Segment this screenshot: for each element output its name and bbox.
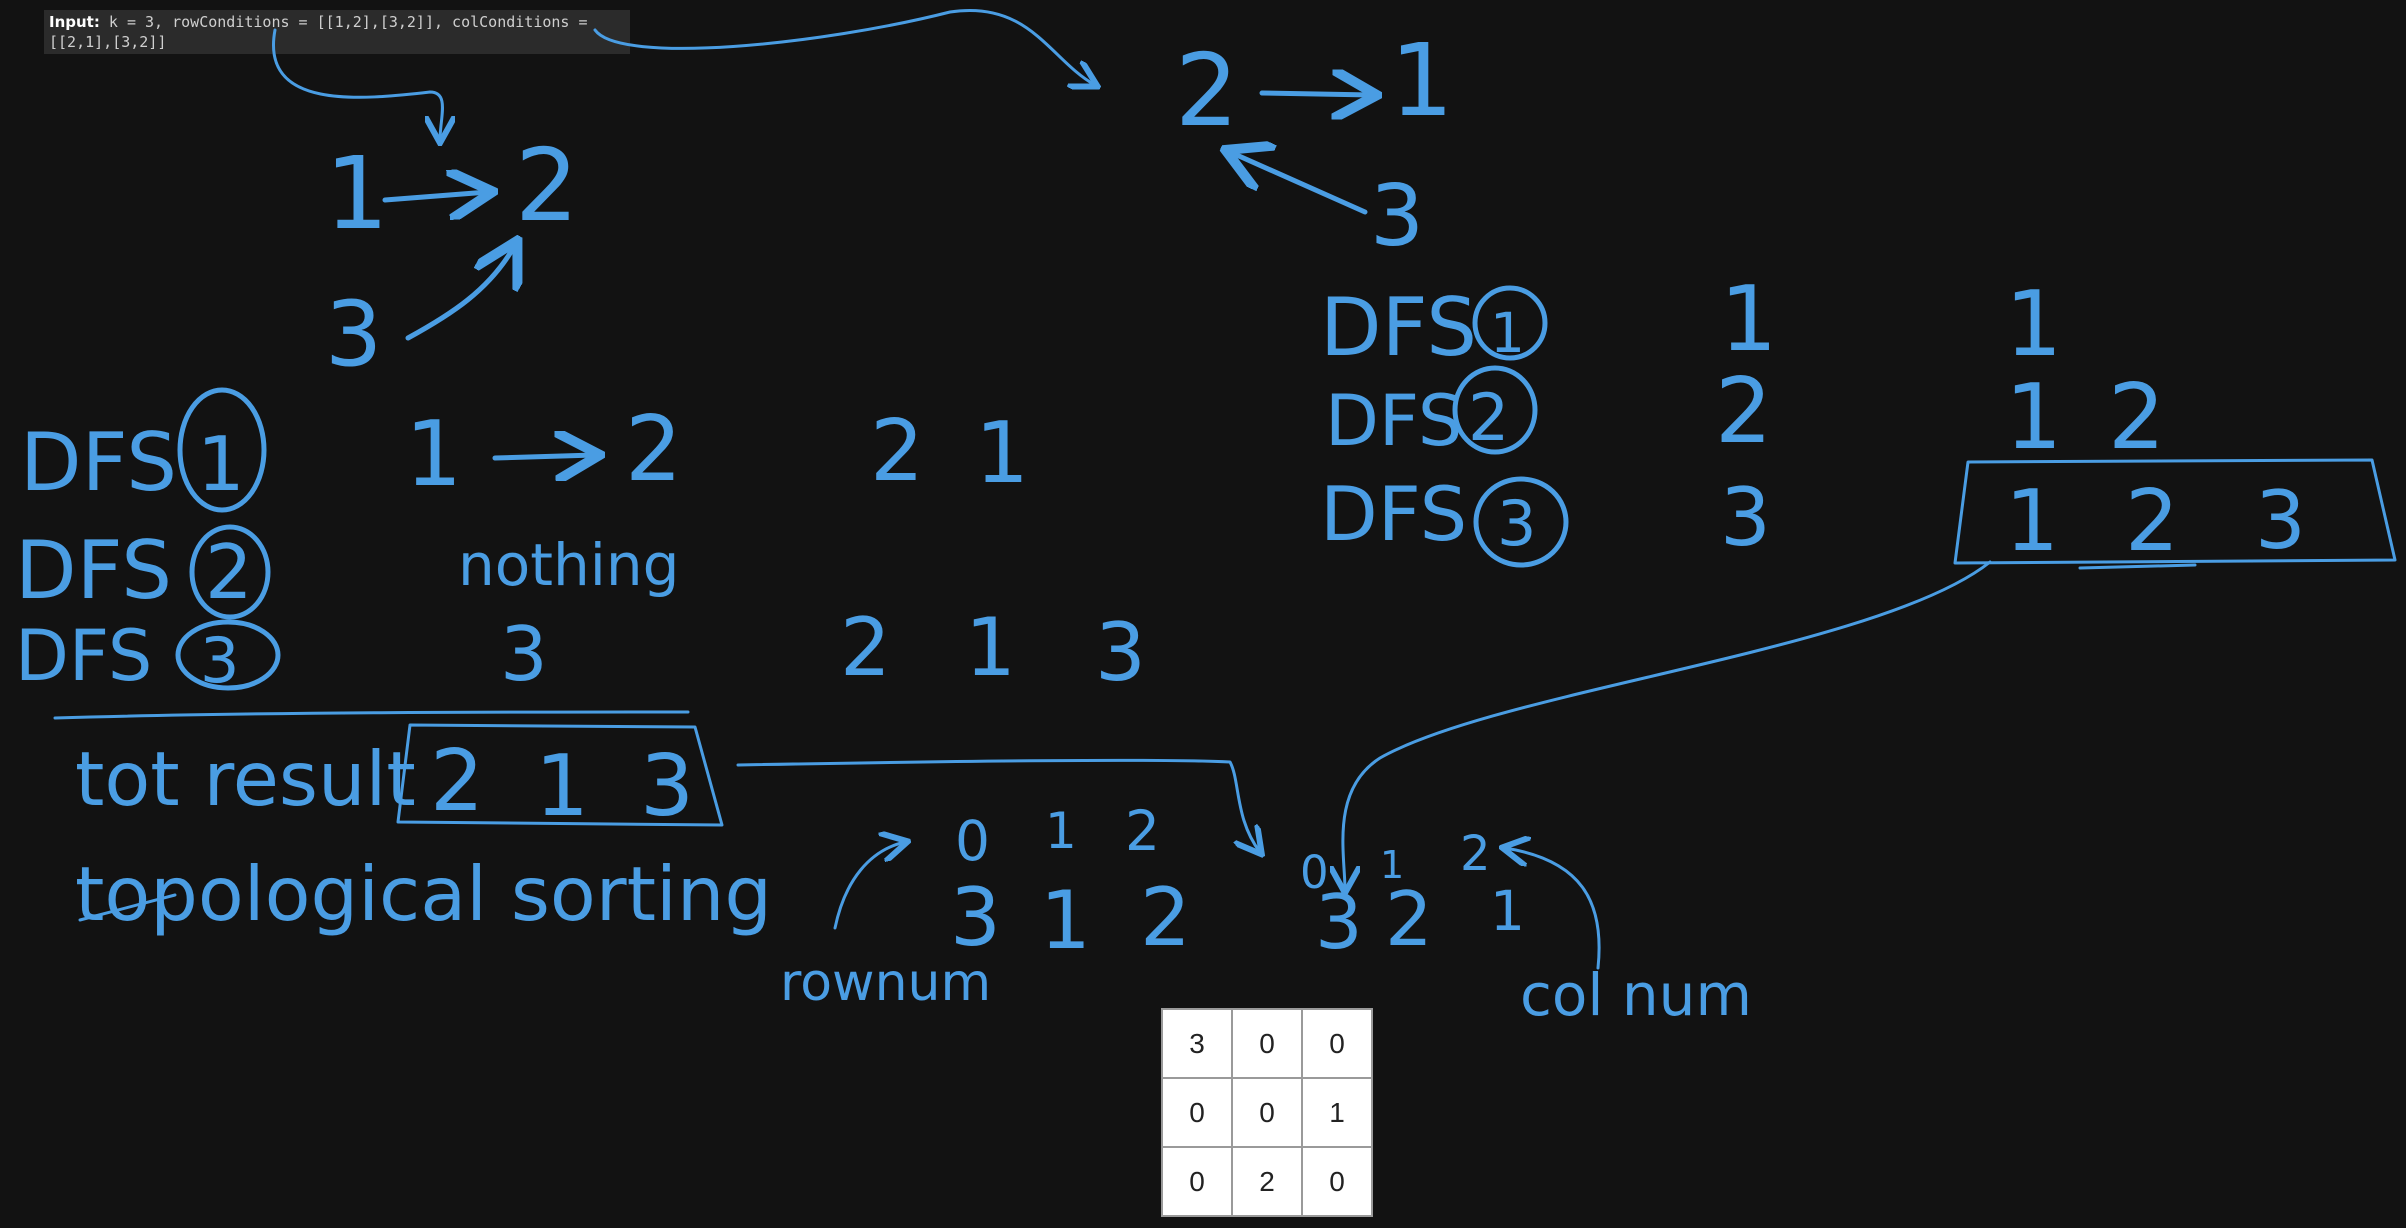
row-dfs3-res-c: 3 [1095,606,1146,699]
col-dfs1-label: DFS [1320,281,1477,374]
result-matrix: 3 0 0 0 0 1 0 2 0 [1161,1008,1373,1217]
row-dfs2-arg: 2 [205,528,253,616]
matrix-cell: 3 [1161,1008,1233,1079]
rownum-value-1: 1 [1040,874,1091,967]
col-dfs1-res: 1 [2005,272,2062,377]
arrow-input-to-col-graph [593,8,1095,85]
row-dfs3-path: 3 [500,610,548,698]
col-edge-2-1 [1259,93,1372,95]
col-dfs1-circle [1472,285,1548,361]
colnum-value-0: 3 [1315,878,1363,966]
row-dfs2-label: DFS [15,524,172,617]
row-dfs3-res-a: 2 [840,601,891,694]
row-dfs1-arg: 1 [197,420,245,508]
matrix-row: 3 0 0 [1161,1008,1373,1079]
col-dfs2-res-a: 1 [2005,365,2062,470]
divider-line [53,710,690,720]
col-dfs2-label: DFS [1325,380,1462,462]
col-dfs3-label: DFS [1320,470,1467,558]
matrix-cell: 0 [1161,1077,1233,1148]
input-label: Input: [49,13,100,31]
col-dfs2-visit: 2 [1715,359,1772,464]
row-dfs1-circle [177,387,267,513]
col-final-2: 3 [2255,474,2306,567]
col-dfs3-visit: 3 [1720,471,1771,564]
row-dfs1-res-a: 2 [870,402,924,501]
rownum-value-2: 2 [1140,871,1191,964]
tot-result-1: 1 [535,737,589,836]
topo-strike [78,893,177,922]
arrow-colnum-label [1505,848,1601,970]
colnum-label: col num [1520,961,1752,1029]
col-node-2: 2 [1175,32,1239,149]
matrix-cell: 0 [1231,1077,1303,1148]
row-dfs3-circle [175,619,281,691]
row-dfs3-res-b: 1 [965,601,1016,694]
arrow-tot-to-rownum [736,758,1260,852]
row-edge-1-2 [382,192,488,200]
matrix-cell: 2 [1231,1146,1303,1217]
rownum-value-0: 3 [950,871,1001,964]
col-dfs1-visit: 1 [1720,267,1777,372]
col-final-1: 2 [2125,472,2179,571]
col-final-0: 1 [2005,472,2059,571]
row-dfs1-arrow [492,455,595,458]
colnum-index-2: 2 [1460,826,1491,882]
matrix-cell: 0 [1301,1008,1373,1079]
matrix-cell: 0 [1231,1008,1303,1079]
col-dfs3-arg: 3 [1497,487,1536,560]
col-dfs2-res-b: 2 [2108,365,2165,470]
row-dfs2-circle [189,524,271,620]
row-dfs1-path-a: 1 [405,402,462,507]
colnum-index-0: 0 [1300,846,1329,899]
row-edge-3-2 [405,245,515,341]
col-dfs3-circle [1473,476,1569,568]
col-final-underline [2078,563,2197,570]
matrix-row: 0 0 1 [1161,1077,1373,1148]
rownum-label: rownum [780,953,991,1013]
arrow-col-final-to-colnum [1343,560,1992,890]
arrow-rownum-label [833,842,905,930]
matrix-cell: 1 [1301,1077,1373,1148]
rownum-index-0: 0 [955,809,990,873]
row-node-1: 1 [325,135,389,252]
col-edge-3-2 [1230,152,1368,215]
col-final-box [1953,458,2397,565]
tot-result-2: 3 [640,737,694,836]
col-node-1: 1 [1390,22,1454,139]
row-dfs2-note: nothing [458,531,679,599]
col-node-3: 3 [1370,167,1424,266]
row-node-2: 2 [515,127,579,244]
matrix-row: 0 2 0 [1161,1146,1373,1217]
rownum-index-2: 2 [1125,799,1160,863]
col-dfs2-circle [1452,365,1538,455]
colnum-value-1: 2 [1385,875,1433,963]
arrow-input-to-row-graph [272,28,442,140]
matrix-cell: 0 [1161,1146,1233,1217]
row-dfs1-path-b: 2 [625,397,682,502]
tot-result-0: 2 [430,732,484,831]
tot-result-box [396,723,724,827]
rownum-index-1: 1 [1045,802,1077,860]
row-dfs1-label: DFS [20,416,177,509]
row-dfs1-res-b: 1 [975,404,1029,503]
tot-result-label: tot result [75,735,416,823]
colnum-index-1: 1 [1380,843,1404,887]
input-text: k = 3, rowConditions = [[1,2],[3,2]], co… [49,13,597,51]
row-dfs3-label: DFS [15,615,152,697]
input-statement: Input: k = 3, rowConditions = [[1,2],[3,… [44,10,630,54]
matrix-cell: 0 [1301,1146,1373,1217]
colnum-value-2: 1 [1490,879,1525,943]
topo-label: topological sorting [75,850,772,938]
row-node-3: 3 [325,282,382,387]
